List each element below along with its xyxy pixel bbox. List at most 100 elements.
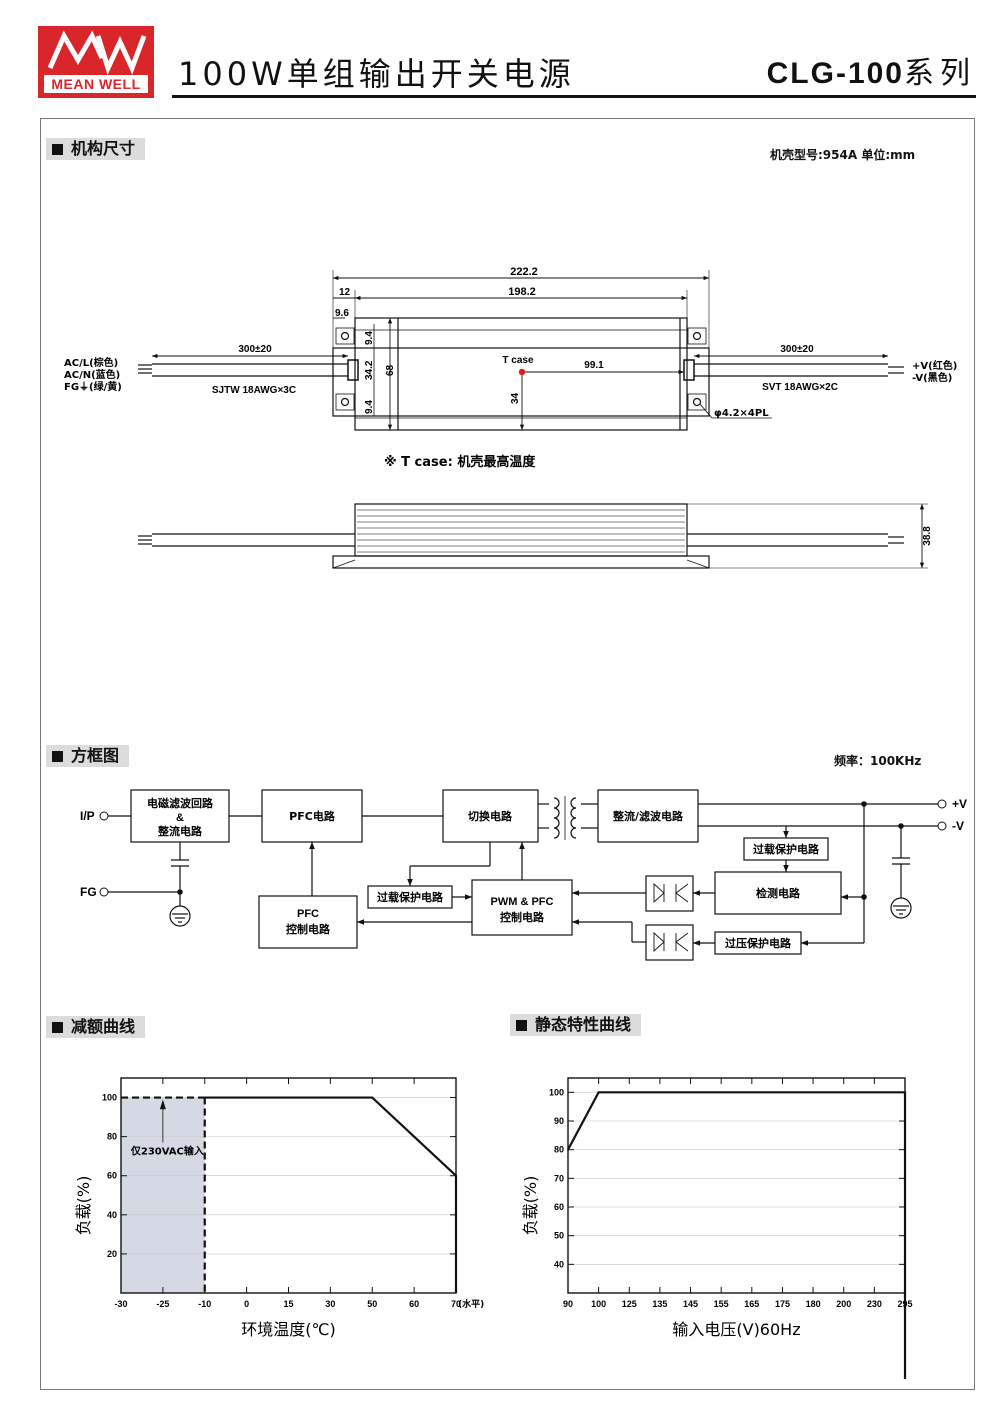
content-frame	[40, 118, 975, 1390]
heatsink-fins	[357, 509, 685, 553]
y-tick-label: 20	[107, 1249, 117, 1259]
mount-hole	[692, 397, 702, 407]
y-tick-label: 90	[554, 1116, 564, 1126]
mechanical-side-view	[138, 503, 928, 569]
x-tick-label: 200	[836, 1299, 851, 1309]
input-terminal	[99, 811, 109, 821]
block-optocoupler-1	[645, 875, 694, 912]
x-tick-label: 135	[652, 1299, 667, 1309]
note-arrowhead	[159, 1099, 166, 1110]
dim-left-cable: 300±20	[238, 344, 272, 355]
x-tick-label: 175	[775, 1299, 790, 1309]
section-mechanical: 机构尺寸	[46, 138, 146, 160]
x-axis-label: 输入电压(V)60Hz	[672, 1320, 800, 1339]
y-tick-label: 40	[554, 1259, 564, 1269]
block-optocoupler-2	[645, 924, 694, 961]
transformer-secondary	[570, 797, 577, 839]
dim-height-68: 68	[385, 364, 396, 376]
header-rule	[172, 95, 976, 98]
y-tick-label: 60	[554, 1202, 564, 1212]
mount-hole	[340, 397, 350, 407]
transformer-primary	[553, 797, 560, 839]
x-tick-label: 50	[367, 1299, 377, 1309]
y-tick-label: 80	[107, 1132, 117, 1142]
dim-hole-bottom: 9.4	[364, 400, 375, 414]
x-tick-label: 155	[714, 1299, 729, 1309]
mechanical-top-view	[138, 270, 904, 431]
wire-vneg: -V(黑色)	[912, 371, 952, 384]
y-tick-label: 100	[549, 1087, 564, 1097]
y-tick-label: 100	[102, 1093, 117, 1103]
bd-ocp2: 过载保护电路	[753, 842, 820, 856]
series-title: CLG-100系列	[767, 54, 976, 94]
series-suffix: 系列	[904, 56, 976, 91]
bd-fg-label: FG	[80, 885, 97, 899]
y-tick-label: 80	[554, 1145, 564, 1155]
tcase-footnote: ※ T case: 机壳最高温度	[384, 454, 536, 470]
mounting-flange	[332, 347, 710, 417]
bd-emi-line2: &	[176, 812, 184, 824]
y-tick-label: 40	[107, 1210, 117, 1220]
block-rectifier	[597, 789, 699, 843]
dim-hole-top: 9.4	[364, 331, 375, 345]
section-block-label: 方框图	[71, 746, 120, 765]
bd-rectifier: 整流/滤波电路	[612, 809, 684, 823]
shaded-note: 仅230VAC输入	[130, 1144, 204, 1157]
dim-tcase-34: 34	[510, 392, 521, 404]
mount-hole-spec: φ4.2×4PL	[714, 408, 769, 419]
fg-terminal	[99, 887, 109, 897]
section-static-label: 静态特性曲线	[535, 1015, 632, 1034]
section-static: 静态特性曲线	[510, 1014, 642, 1036]
wire-acn: AC/N(蓝色)	[64, 368, 120, 381]
x-tick-label: -10	[198, 1299, 211, 1309]
x-tick-label: -25	[156, 1299, 169, 1309]
section-derating: 减额曲线	[46, 1016, 146, 1038]
bd-pfcctrl-line1: PFC	[297, 908, 319, 920]
x-unit-label: (水平)	[458, 1298, 484, 1310]
x-tick-label: 100	[591, 1299, 606, 1309]
y-tick-label: 60	[107, 1171, 117, 1181]
dim-offset-12: 12	[339, 287, 351, 298]
mw-logo-icon	[47, 30, 147, 75]
series-line	[567, 1091, 907, 1379]
document-title: 100W单组输出开关电源	[178, 55, 575, 93]
y-axis-label: 负载(%)	[521, 1176, 540, 1236]
mean-well-logo: MEAN WELL	[38, 26, 154, 98]
case-info: 机壳型号:954A 单位:mm	[770, 148, 916, 162]
bd-ovp: 过压保护电路	[725, 936, 792, 950]
x-tick-label: 180	[806, 1299, 821, 1309]
bd-ocp: 过载保护电路	[377, 890, 444, 904]
left-cable-spec: SJTW 18AWG×3C	[212, 385, 296, 396]
section-mechanical-label: 机构尺寸	[71, 139, 136, 158]
section-block-diagram: 方框图	[46, 745, 130, 767]
plot-frame	[567, 1077, 906, 1294]
dim-offset-9-6: 9.6	[335, 308, 349, 319]
bd-input-label: I/P	[80, 809, 95, 823]
block-pfc-ctrl	[258, 895, 358, 949]
x-tick-label: 70	[451, 1299, 461, 1309]
dim-tcase-99-1: 99.1	[584, 360, 604, 371]
x-tick-label: 145	[683, 1299, 698, 1309]
x-tick-label: 165	[744, 1299, 759, 1309]
brand-name: MEAN WELL	[44, 75, 148, 93]
wire-vpos: +V(红色)	[912, 359, 957, 372]
x-tick-label: 90	[563, 1299, 573, 1309]
bd-switch: 切换电路	[468, 809, 513, 823]
case-body	[354, 317, 688, 431]
block-diagram	[108, 789, 938, 961]
mount-hole	[340, 331, 350, 341]
y-axis-label: 负载(%)	[74, 1176, 93, 1236]
series-model: CLG-100	[766, 57, 904, 90]
x-tick-label: 60	[409, 1299, 419, 1309]
bd-out-pos: +V	[952, 797, 967, 811]
x-tick-label: 0	[244, 1299, 249, 1309]
bd-out-neg: -V	[952, 819, 964, 833]
dim-34-2: 34.2	[364, 360, 375, 380]
tcase-label: T case	[502, 355, 534, 366]
series-line	[204, 1096, 458, 1293]
wire-fg: FG⏚(绿/黄)	[64, 380, 122, 393]
bd-pfc: PFC电路	[289, 809, 336, 823]
x-tick-label: 125	[622, 1299, 637, 1309]
